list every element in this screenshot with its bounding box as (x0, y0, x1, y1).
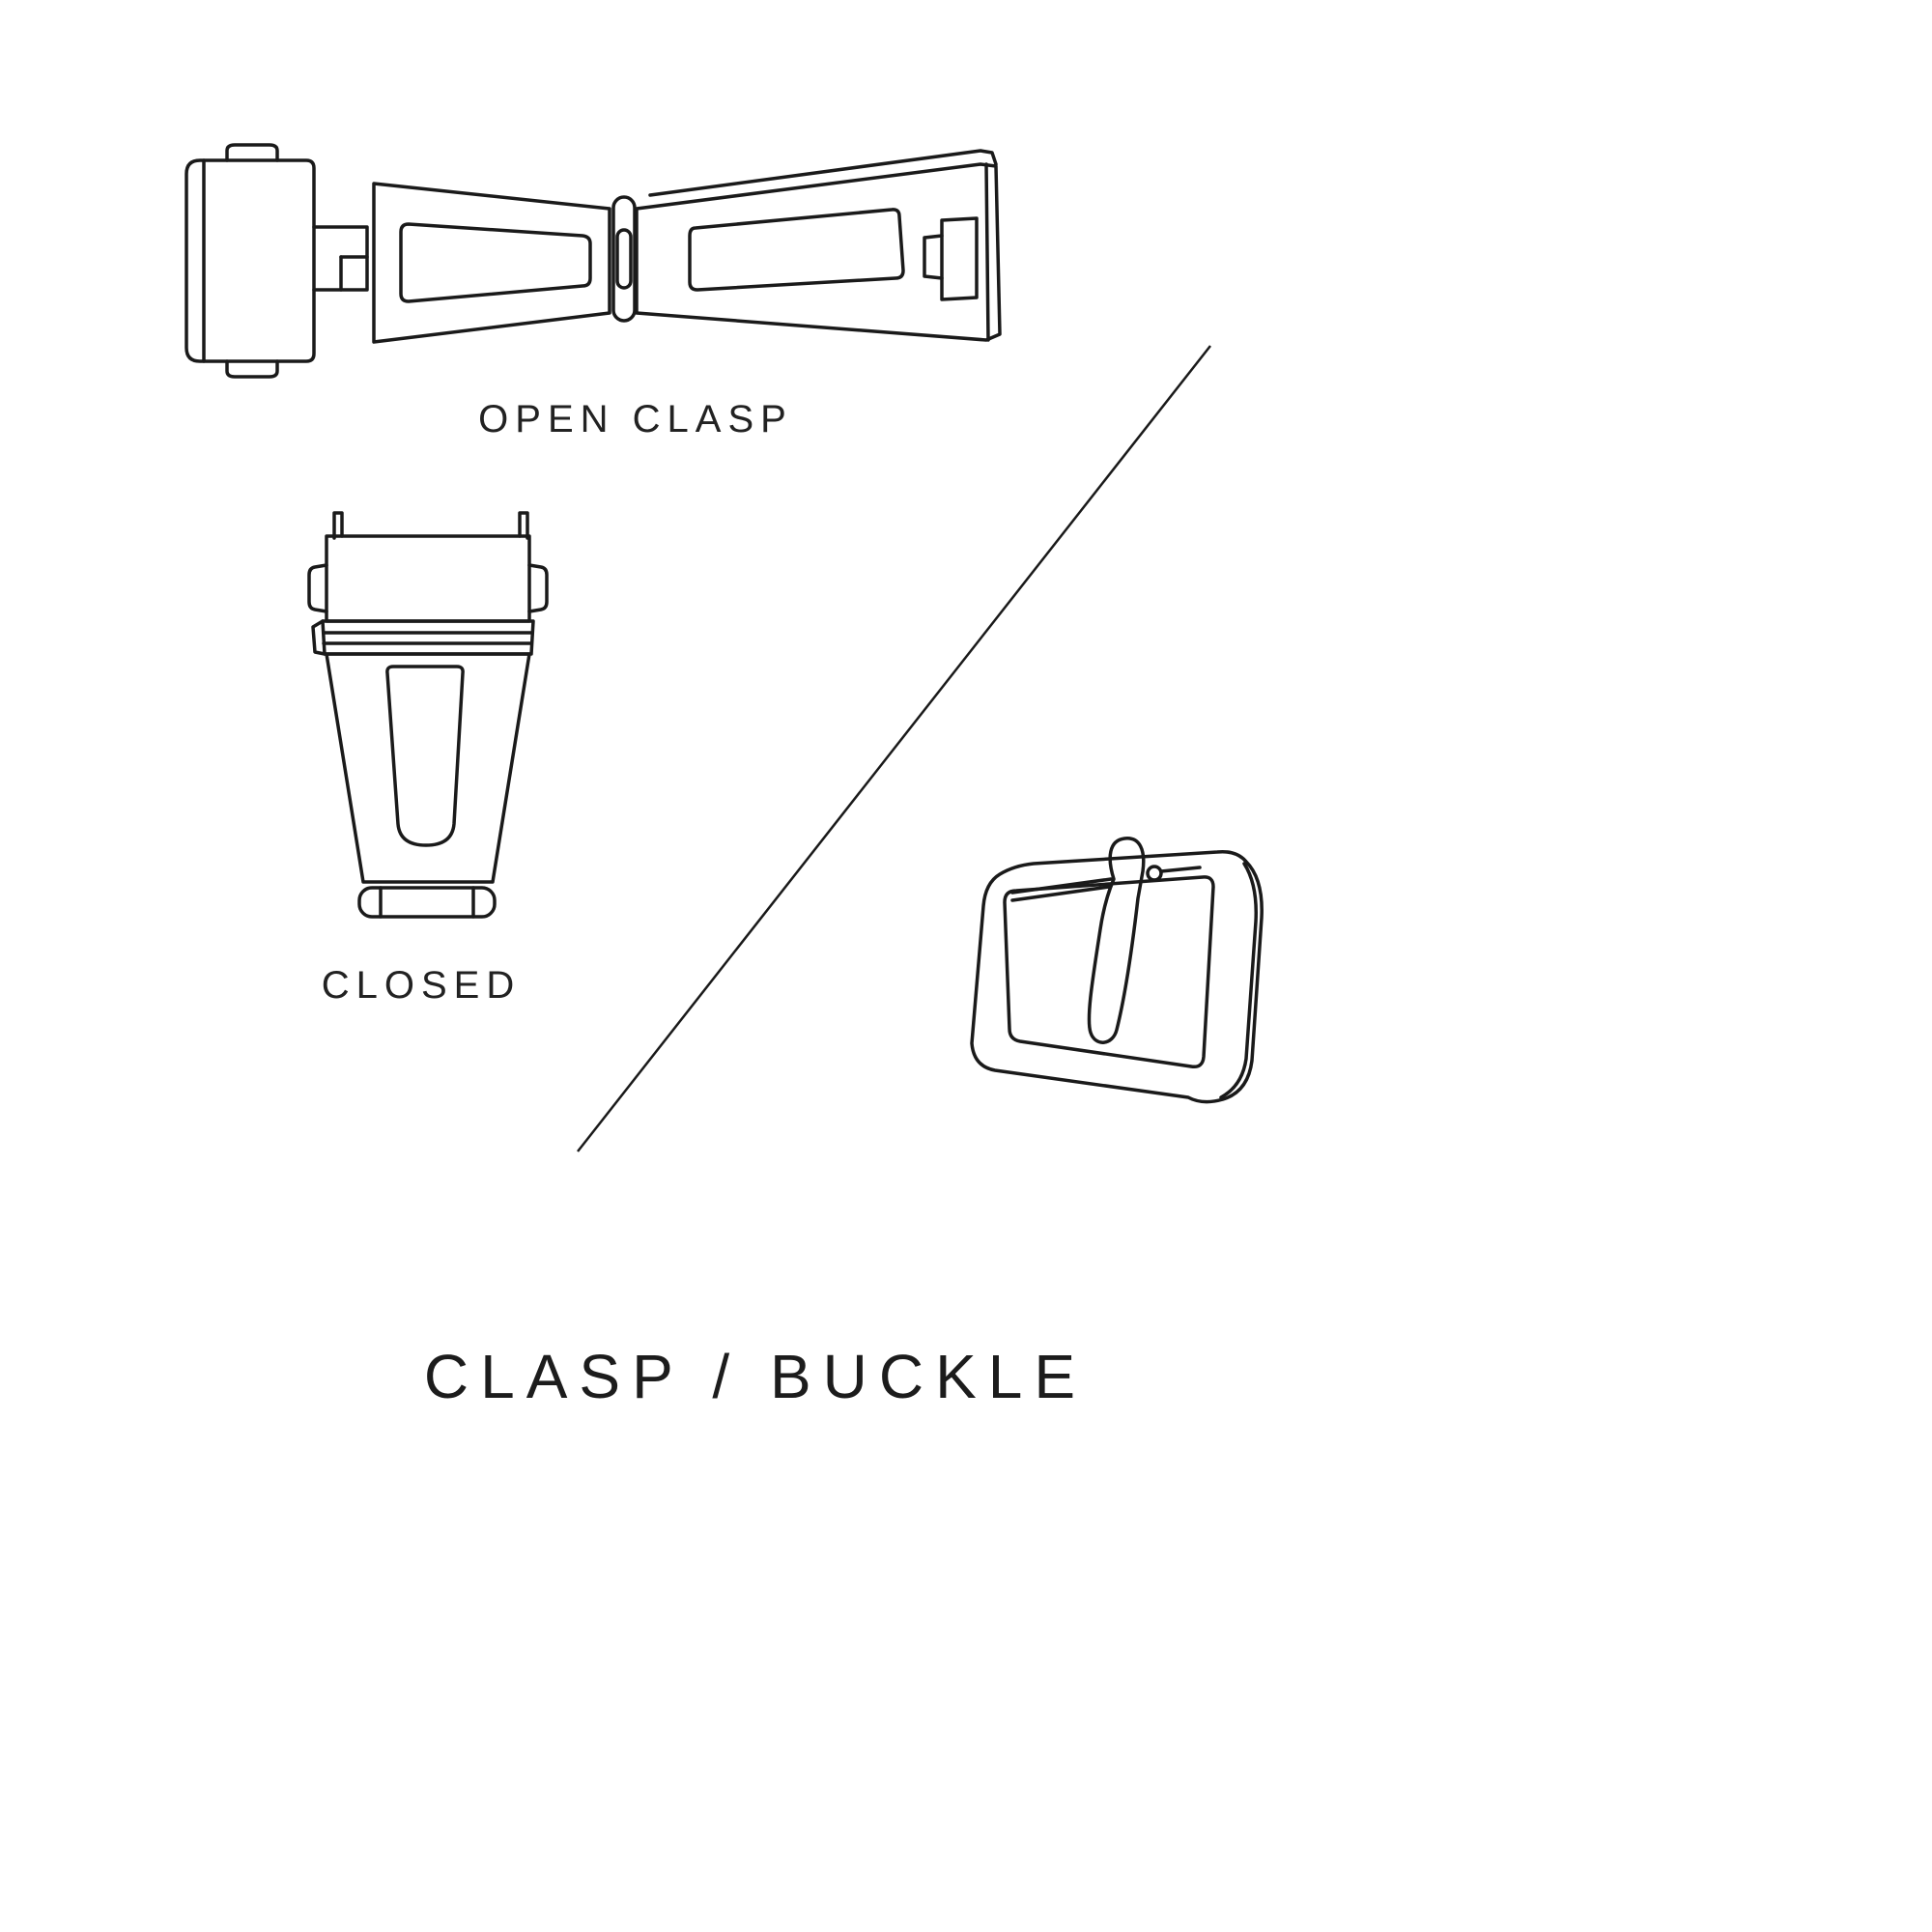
spring-bar-right (1159, 866, 1202, 873)
buckle-tongue (1087, 837, 1146, 1044)
right-arm-hook (923, 234, 944, 280)
buckle-right-roll (1219, 862, 1258, 1099)
spring-bar-top (1010, 877, 1113, 895)
right-arm-top-plate (648, 149, 998, 197)
body-outline (325, 652, 531, 884)
right-arm-bracket (940, 216, 979, 301)
open-clasp-illustration (185, 143, 1002, 379)
buckle-frame-inner (1003, 875, 1215, 1069)
right-arm-outline (635, 162, 1002, 342)
spring-bar-tip (1146, 865, 1163, 882)
buckle-drawing (970, 837, 1264, 1104)
layer-left-tab (311, 619, 327, 656)
hinge-capsule (611, 195, 637, 323)
left-end-tab-bottom (225, 359, 279, 379)
open-clasp-drawing (185, 143, 1002, 379)
hinge-pin (615, 228, 633, 290)
buckle-frame-outer (970, 849, 1264, 1104)
layer-band (321, 619, 535, 656)
closed-clasp-drawing (307, 511, 549, 919)
open-clasp-label: OPEN CLASP (478, 398, 793, 440)
spring-bar-bottom (1010, 885, 1111, 902)
prong-right (518, 511, 529, 540)
right-arm-cutout (688, 208, 905, 292)
closed-clasp-label: CLOSED (321, 964, 522, 1007)
left-arm-outline (372, 182, 611, 344)
body-slot (385, 665, 465, 847)
prong-left (332, 511, 344, 540)
bottom-bar (357, 886, 497, 919)
ear-left (307, 563, 328, 613)
ear-right (527, 563, 549, 613)
left-arm-cutout (399, 222, 592, 303)
closed-clasp-illustration (307, 511, 549, 919)
left-end-link (185, 158, 316, 363)
buckle-illustration (970, 837, 1264, 1104)
left-end-tab-top (225, 143, 279, 162)
diagram-title: CLASP / BUCKLE (423, 1342, 1088, 1411)
right-arm-end-edge (984, 162, 990, 342)
top-plate (325, 534, 531, 623)
